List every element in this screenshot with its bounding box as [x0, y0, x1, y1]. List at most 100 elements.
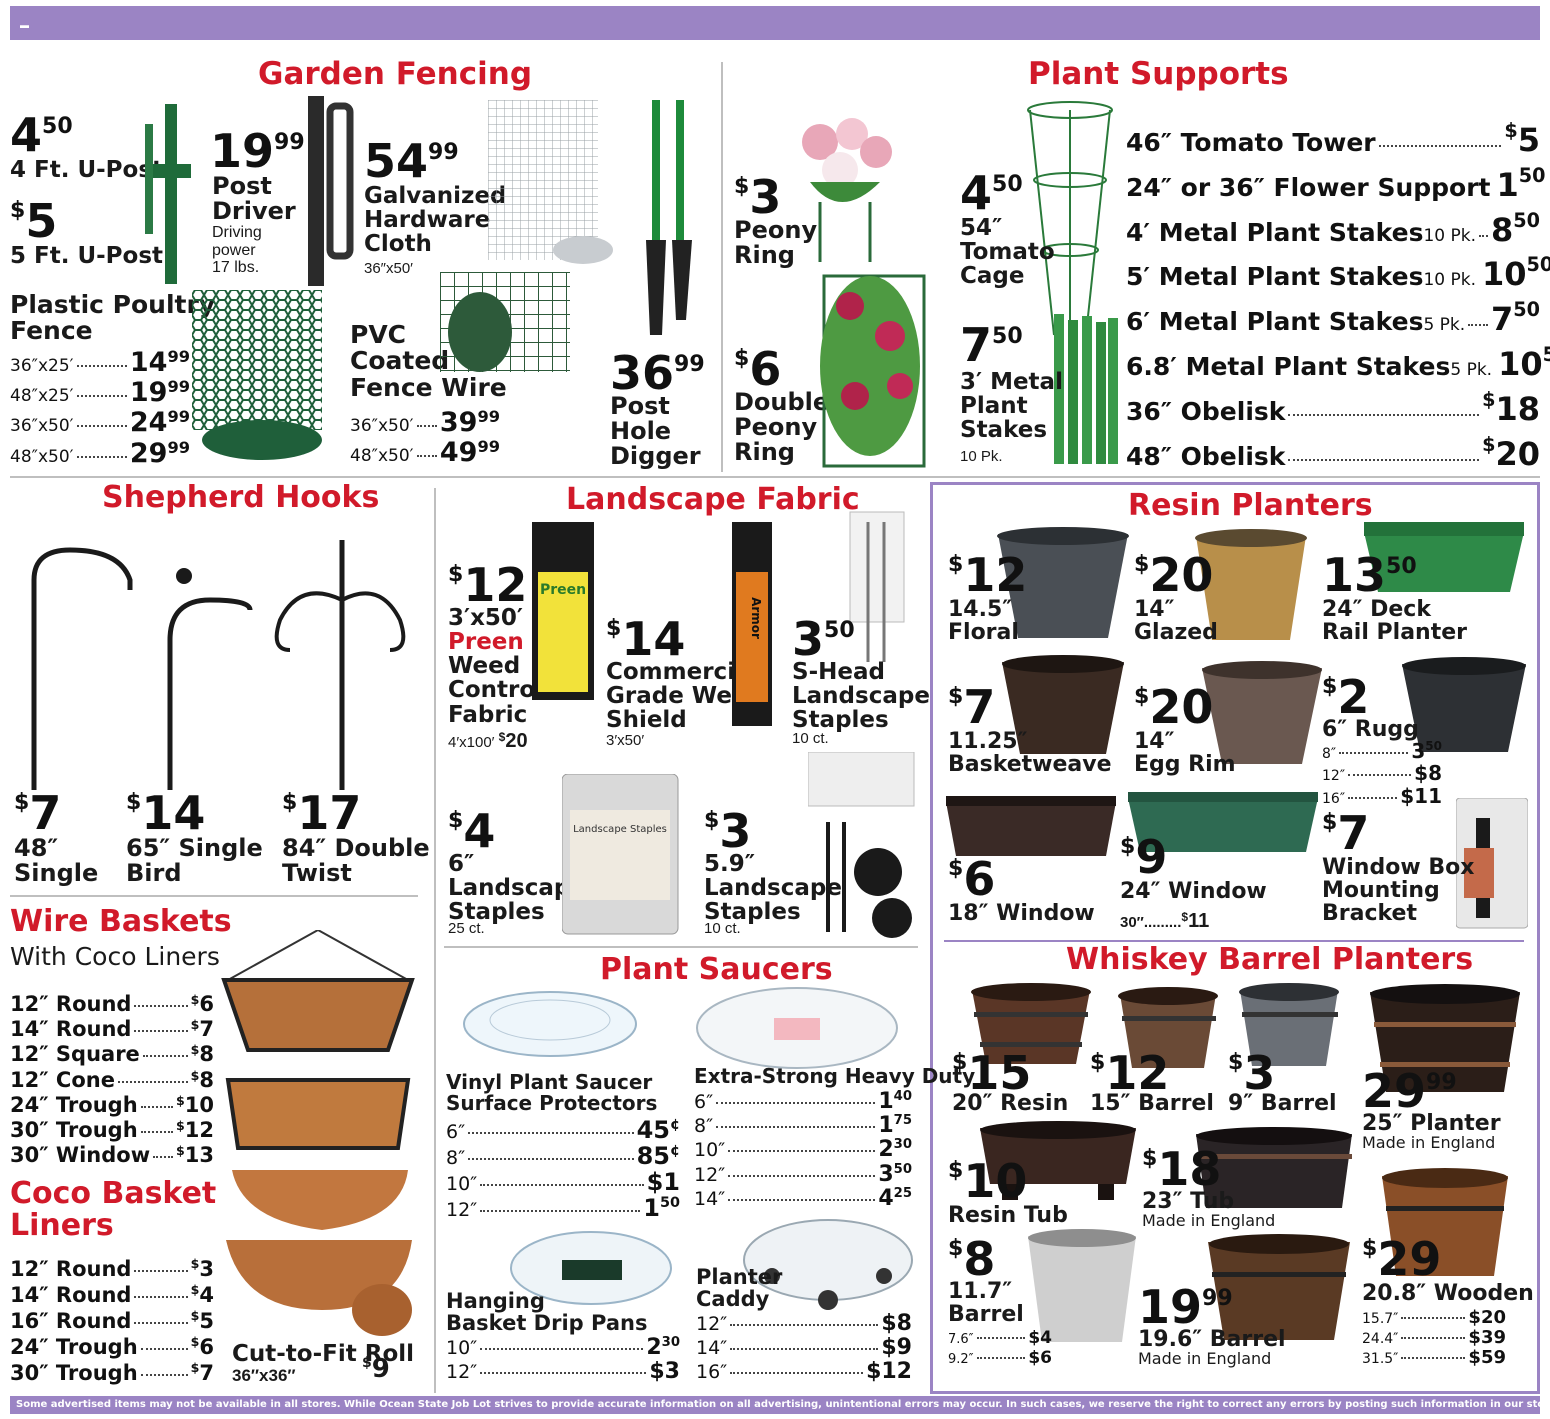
- price-main: 3: [1243, 1046, 1276, 1100]
- price-cents: 50: [1513, 208, 1540, 232]
- dot-leader: [140, 1130, 173, 1133]
- price-main: 13: [184, 1143, 214, 1168]
- peony-ring-price: $3: [734, 170, 782, 224]
- price-main: 19: [129, 377, 168, 409]
- price-row: 30″ Trough$12: [10, 1118, 214, 1143]
- price-row: 8″350: [1322, 739, 1442, 762]
- item-label-line: Egg Rim: [1134, 752, 1236, 778]
- dollar-sign: $: [1504, 119, 1518, 142]
- row-label: 12″: [696, 1313, 728, 1335]
- row-label: 12″: [694, 1163, 726, 1186]
- price-row: 10″230: [446, 1335, 680, 1360]
- item-label-line: Floral: [948, 620, 1019, 646]
- garden-fencing-title: Garden Fencing: [258, 56, 533, 92]
- price-row: 6″140: [694, 1089, 912, 1114]
- item-price: $10: [948, 1158, 1027, 1204]
- dot-leader: [416, 425, 437, 427]
- dot-leader: [1401, 1336, 1466, 1339]
- price-row: 30″ Window$13: [10, 1143, 214, 1168]
- price-main: $11: [1400, 783, 1442, 808]
- staples-pkg-text: Landscape Staples: [573, 824, 667, 835]
- item-label-line: 14″: [1134, 729, 1175, 754]
- divider: [10, 895, 418, 897]
- row-label: 24″ Trough: [10, 1335, 138, 1360]
- price-main: 1: [878, 1089, 894, 1114]
- item-price: 1350: [1322, 552, 1417, 598]
- divider: [10, 476, 1540, 478]
- price-main: 8: [199, 1042, 214, 1067]
- price-main: 8: [1491, 210, 1514, 249]
- price-row: 9.2″$6: [948, 1348, 1052, 1368]
- item-label: 20.8″ Wooden: [1362, 1282, 1534, 1305]
- price-main: 7: [963, 680, 996, 734]
- post-hole-digger-price: 3699: [610, 346, 705, 400]
- price-main: 3: [199, 1257, 214, 1281]
- dot-leader: [134, 1296, 188, 1299]
- price-main: 2: [646, 1335, 662, 1360]
- item-label-line: Bracket: [1322, 901, 1417, 927]
- price-cents: 50: [1526, 253, 1550, 277]
- dot-leader: [1479, 234, 1489, 237]
- row-label: 16″ Round: [10, 1309, 132, 1334]
- row-price: 45¢: [637, 1117, 680, 1144]
- price-main: 17: [297, 786, 362, 840]
- metal-stakes-count: 10 Pk.: [960, 448, 1003, 465]
- price-main: 2: [1337, 670, 1370, 724]
- dollar-sign: $: [1322, 810, 1338, 835]
- item-price: $7: [14, 790, 61, 836]
- row-label: 15.7″: [1362, 1311, 1399, 1327]
- dot-leader: [976, 1357, 1026, 1360]
- landscape-fabric-title: Landscape Fabric: [566, 482, 860, 517]
- price-row: 48″x50′4999: [350, 438, 500, 468]
- dot-leader: [730, 1372, 864, 1375]
- row-price: $8: [1414, 762, 1442, 784]
- dot-leader: [134, 1322, 188, 1325]
- dot-leader: [730, 1324, 879, 1326]
- price-main: 19: [1138, 1280, 1203, 1334]
- row-label: 6′ Metal Plant Stakes: [1126, 307, 1424, 337]
- price-row: 36″x50′2499: [10, 408, 190, 438]
- dollar-sign: $: [948, 552, 964, 577]
- price-main: 85: [636, 1141, 670, 1170]
- row-price: $4: [191, 1282, 214, 1308]
- price-main: 13: [1322, 548, 1387, 602]
- dollar-sign: $: [1482, 387, 1496, 411]
- hardware-cloth-size: 36″x50′: [364, 260, 413, 277]
- dot-leader: [730, 1348, 879, 1351]
- price-cents: 50: [1386, 554, 1417, 579]
- item-label: 11.7″Barrel: [948, 1280, 1024, 1326]
- staples6-price: $4: [448, 804, 496, 858]
- dot-leader: [1468, 324, 1489, 327]
- preen-pkg-text: Preen: [540, 582, 586, 598]
- metal-stakes-price: 750: [960, 318, 1023, 372]
- dot-leader: [1348, 796, 1398, 799]
- price-row: 48″ Obelisk$20: [1126, 432, 1540, 477]
- row-price: $5: [1504, 118, 1540, 163]
- price-cents: 50: [893, 1161, 912, 1177]
- price-main: 10: [963, 1154, 1028, 1208]
- price-row: 8″85¢: [446, 1141, 680, 1170]
- row-label: 48″x25′: [10, 386, 74, 407]
- row-price: 2499: [130, 408, 190, 438]
- row-price: $3: [649, 1360, 680, 1384]
- dollar-sign: $: [1134, 552, 1150, 577]
- dot-leader: [468, 1157, 634, 1160]
- price-main: 12: [963, 548, 1028, 602]
- price-row: 7.6″$4: [948, 1328, 1052, 1348]
- dot-leader: [468, 1132, 634, 1134]
- item-label: 14″Glazed: [1134, 598, 1218, 644]
- price-row: 36″ Obelisk$18: [1126, 387, 1540, 432]
- dot-leader: [140, 1348, 188, 1351]
- price-main: 20: [1495, 434, 1540, 473]
- price-main: 15: [967, 1046, 1032, 1100]
- item-label-line: 9″ Barrel: [1228, 1091, 1337, 1116]
- shield-roll-image: Armor: [732, 522, 772, 726]
